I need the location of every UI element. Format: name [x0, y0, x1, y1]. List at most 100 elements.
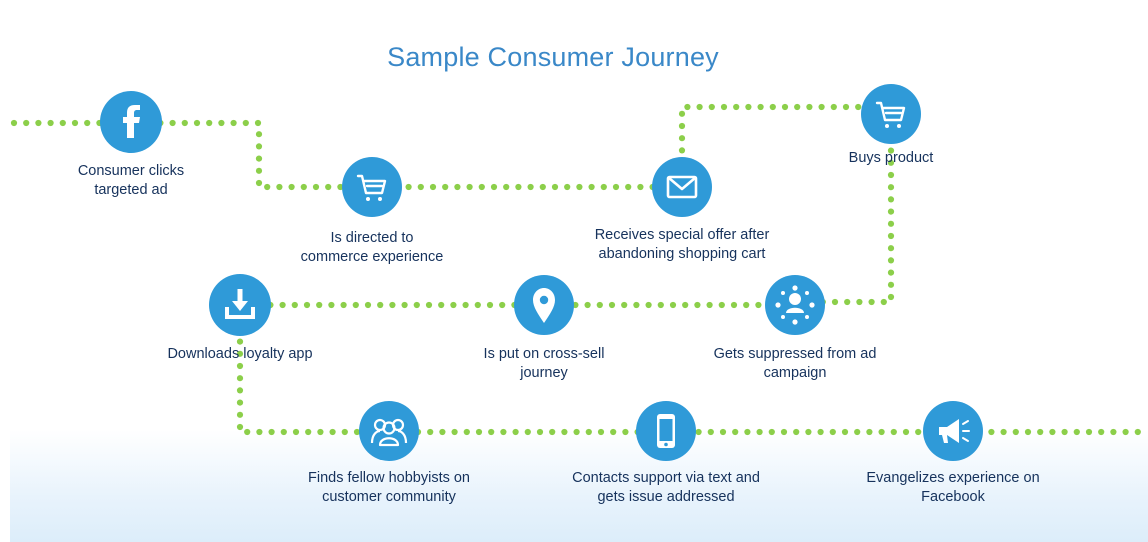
- path-dot: [608, 301, 616, 309]
- path-dot: [868, 298, 875, 306]
- path-dot: [429, 183, 437, 191]
- path-dot: [597, 428, 605, 436]
- path-dot: [236, 423, 244, 431]
- path-dot: [695, 428, 702, 436]
- path-dot: [317, 428, 324, 436]
- path-dot: [427, 428, 434, 436]
- path-dot: [708, 103, 715, 111]
- path-dot: [887, 159, 895, 166]
- path-dot: [793, 428, 800, 436]
- path-dot: [718, 301, 725, 309]
- path-dot: [745, 103, 752, 111]
- path-dot: [280, 428, 287, 436]
- path-dot: [915, 428, 922, 436]
- path-dot: [389, 301, 396, 309]
- path-dot: [887, 220, 895, 227]
- path-dot: [805, 428, 812, 436]
- step-label-evangelizes: Evangelizes experience on Facebook: [866, 470, 1040, 505]
- path-dot: [71, 119, 79, 127]
- path-dot: [887, 245, 895, 252]
- step-label-hobbyists: Finds fellow hobbyists on customer commu…: [308, 470, 470, 505]
- path-dot: [312, 183, 320, 191]
- path-dot: [1134, 428, 1141, 436]
- path-dot: [193, 119, 201, 127]
- path-dot: [878, 428, 885, 436]
- path-dot: [730, 301, 738, 309]
- step-node-facebook: [100, 91, 162, 153]
- path-dot: [678, 147, 686, 154]
- path-dot: [417, 183, 424, 191]
- path-dot: [684, 103, 691, 111]
- step-node-community: [359, 401, 419, 461]
- path-dot: [768, 428, 775, 436]
- path-dot: [478, 183, 485, 191]
- path-dot: [678, 135, 686, 142]
- step-label-downloads-app: Downloads loyalty app: [167, 346, 313, 362]
- path-dot: [880, 298, 887, 306]
- path-dot: [633, 301, 640, 309]
- path-dot: [1049, 428, 1056, 436]
- path-dot: [600, 183, 607, 191]
- path-dot: [887, 147, 895, 154]
- path-dot: [244, 428, 251, 436]
- path-dot: [527, 183, 534, 191]
- step-node-commerce: [342, 157, 402, 217]
- path-dot: [844, 298, 851, 306]
- path-dot: [474, 301, 481, 309]
- path-dot: [584, 301, 591, 309]
- path-dot: [10, 119, 18, 127]
- path-dot: [303, 301, 311, 309]
- step-label-suppressed: Gets suppressed from ad campaign: [713, 346, 877, 381]
- path-dot: [887, 293, 895, 301]
- path-dot: [854, 428, 861, 436]
- path-dot: [236, 362, 244, 370]
- path-dot: [856, 298, 863, 306]
- path-dot: [413, 301, 420, 309]
- path-dot: [682, 301, 689, 309]
- path-dot: [450, 301, 457, 309]
- download-icon: [225, 289, 255, 319]
- path-dot: [842, 103, 850, 111]
- path-dot: [255, 155, 263, 162]
- path-dot: [353, 428, 361, 436]
- path-dot: [829, 428, 836, 436]
- path-dot: [855, 103, 862, 111]
- megaphone-icon: [939, 419, 970, 443]
- facebook-icon: [123, 105, 140, 138]
- step-node-download: [209, 274, 271, 336]
- path-dot: [475, 428, 483, 436]
- path-dot: [451, 428, 458, 436]
- path-dot: [242, 119, 249, 127]
- path-dot: [637, 183, 644, 191]
- path-dot: [405, 183, 412, 191]
- path-dot: [707, 428, 714, 436]
- path-dot: [254, 119, 262, 127]
- path-dot: [256, 428, 263, 436]
- path-dot: [678, 122, 686, 130]
- path-dot: [328, 301, 335, 309]
- path-dot: [769, 103, 776, 111]
- path-dot: [218, 119, 225, 127]
- path-dot: [564, 183, 571, 191]
- path-dot: [902, 428, 910, 436]
- path-dot: [756, 428, 763, 436]
- path-dot: [255, 131, 263, 138]
- path-dot: [1085, 428, 1093, 436]
- path-dot: [264, 183, 271, 191]
- path-dot: [1122, 428, 1129, 436]
- path-dot: [23, 119, 30, 127]
- path-dot: [887, 269, 895, 276]
- step-label-cross-sell: Is put on cross-sell journey: [483, 346, 605, 381]
- path-dot: [84, 119, 91, 127]
- path-dot: [463, 428, 470, 436]
- path-dot: [696, 103, 703, 111]
- path-dot: [236, 399, 244, 406]
- path-dot: [488, 428, 495, 436]
- path-dot: [561, 428, 568, 436]
- cart-icon: [875, 101, 906, 128]
- journey-path: [10, 103, 1141, 436]
- path-dot: [236, 411, 244, 418]
- path-dot: [706, 301, 713, 309]
- path-dot: [585, 428, 592, 436]
- path-dot: [588, 183, 595, 191]
